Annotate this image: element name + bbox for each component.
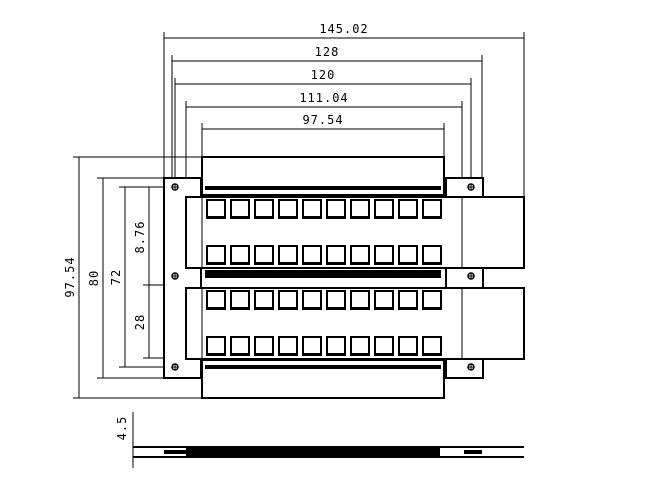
port: [230, 336, 250, 356]
port: [302, 290, 322, 310]
port: [230, 245, 250, 265]
dim-111: 111.04: [299, 91, 348, 105]
dim-97: 97.54: [302, 113, 343, 127]
port: [350, 290, 370, 310]
port: [278, 290, 298, 310]
port: [374, 336, 394, 356]
screw-icon: [467, 272, 475, 280]
screw-icon: [171, 183, 179, 191]
port: [422, 290, 442, 310]
dim-120: 120: [311, 68, 336, 82]
port: [278, 245, 298, 265]
dim-thickness: 4.5: [115, 416, 129, 441]
port: [206, 336, 226, 356]
dim-height-97: 97.54: [63, 256, 77, 297]
port: [398, 245, 418, 265]
port: [374, 199, 394, 219]
port: [302, 245, 322, 265]
front-view: [163, 156, 525, 399]
port: [278, 336, 298, 356]
dim-145: 145.02: [319, 22, 368, 36]
port: [254, 290, 274, 310]
port: [230, 199, 250, 219]
port: [350, 245, 370, 265]
port: [254, 199, 274, 219]
dim-28: 28: [133, 314, 147, 330]
port: [422, 245, 442, 265]
port: [398, 336, 418, 356]
dim-height-72: 72: [109, 269, 123, 285]
keystone-module: [185, 196, 525, 269]
port: [350, 336, 370, 356]
port: [254, 245, 274, 265]
port: [422, 199, 442, 219]
port: [278, 199, 298, 219]
dim-height-80: 80: [87, 270, 101, 286]
port: [422, 336, 442, 356]
port: [326, 245, 346, 265]
port: [374, 245, 394, 265]
port: [398, 290, 418, 310]
dim-128: 128: [315, 45, 340, 59]
top-dimensions: 145.02 128 120 111.04 97.54: [163, 22, 525, 197]
port: [206, 245, 226, 265]
port: [254, 336, 274, 356]
port: [350, 199, 370, 219]
port: [398, 199, 418, 219]
side-view: 4.5: [115, 412, 524, 468]
screw-icon: [171, 272, 179, 280]
port: [326, 199, 346, 219]
port: [302, 336, 322, 356]
screw-icon: [467, 183, 475, 191]
keystone-module: [185, 287, 525, 360]
port: [374, 290, 394, 310]
screw-icon: [171, 363, 179, 371]
port: [230, 290, 250, 310]
port: [206, 290, 226, 310]
port: [326, 290, 346, 310]
dim-8-76: 8.76: [133, 221, 147, 254]
port: [326, 336, 346, 356]
port: [206, 199, 226, 219]
port: [302, 199, 322, 219]
screw-icon: [467, 363, 475, 371]
